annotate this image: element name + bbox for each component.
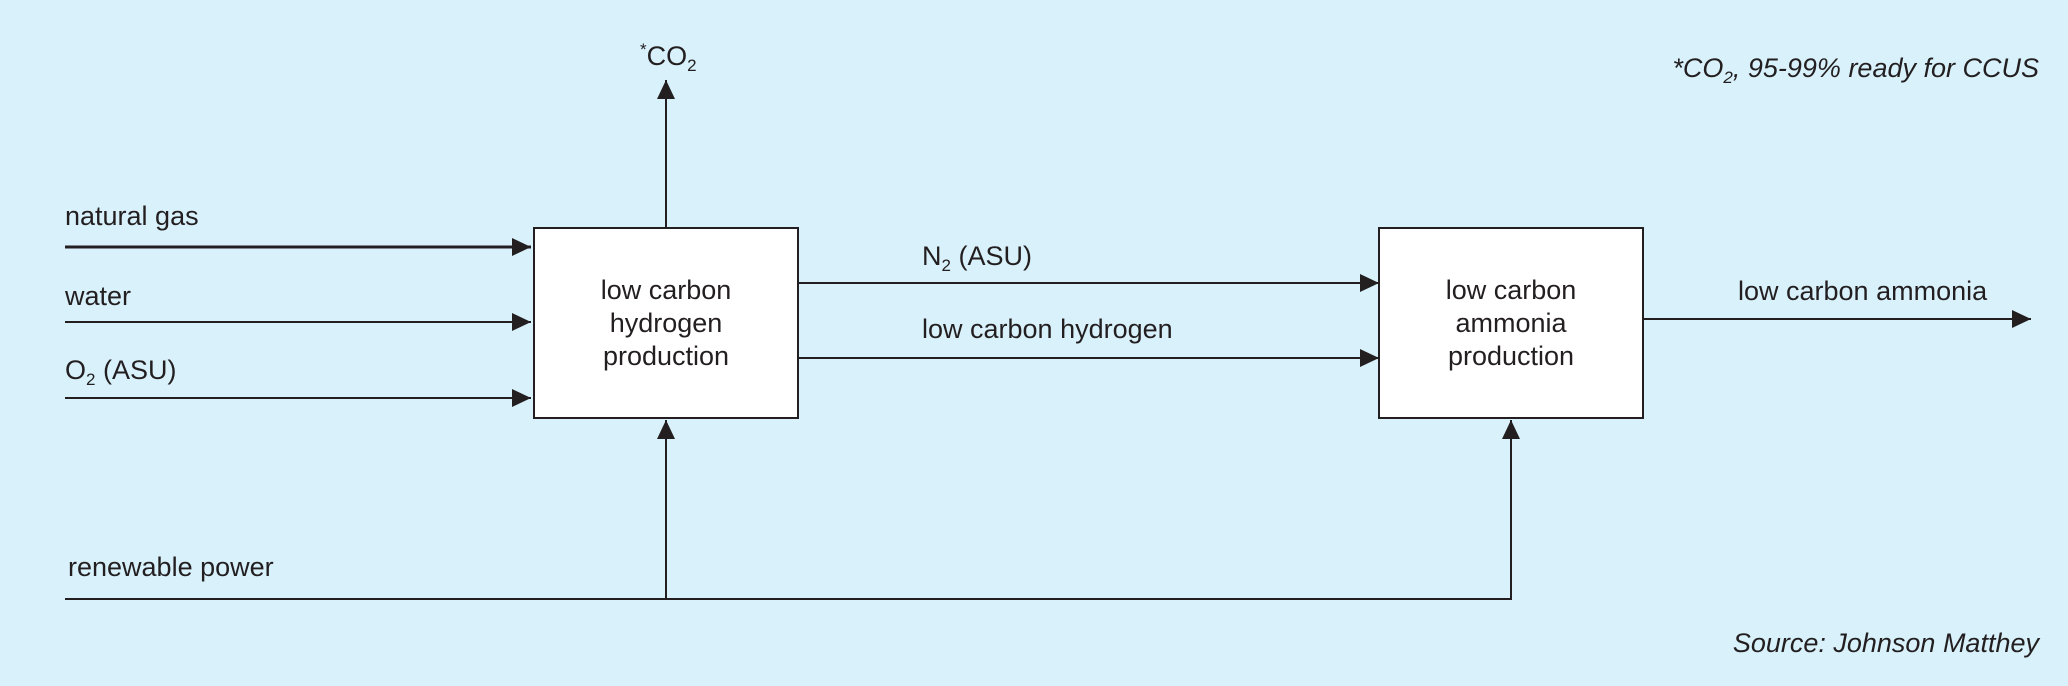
hydrogen-production-box: low carbon hydrogen production bbox=[533, 227, 799, 419]
co2-footnote: *CO2, 95-99% ready for CCUS bbox=[1672, 53, 2039, 87]
ammonia-production-box: low carbon ammonia production bbox=[1378, 227, 1644, 419]
co2-output-label: *CO2 bbox=[640, 40, 697, 75]
renewable-power-line bbox=[65, 420, 1520, 600]
natural-gas-label: natural gas bbox=[65, 201, 199, 231]
renewable-power-label: renewable power bbox=[68, 552, 274, 582]
source-credit: Source: Johnson Matthey bbox=[1732, 628, 2039, 658]
hydrogen-production-label: low carbon hydrogen production bbox=[600, 274, 732, 371]
hydrogen-flow-label: low carbon hydrogen bbox=[922, 314, 1173, 344]
n2-label: N2 (ASU) bbox=[922, 241, 1032, 275]
ammonia-output-label: low carbon ammonia bbox=[1738, 276, 1988, 306]
ammonia-production-label: low carbon ammonia production bbox=[1445, 274, 1577, 371]
o2-label: O2 (ASU) bbox=[65, 355, 177, 389]
water-label: water bbox=[65, 281, 132, 311]
